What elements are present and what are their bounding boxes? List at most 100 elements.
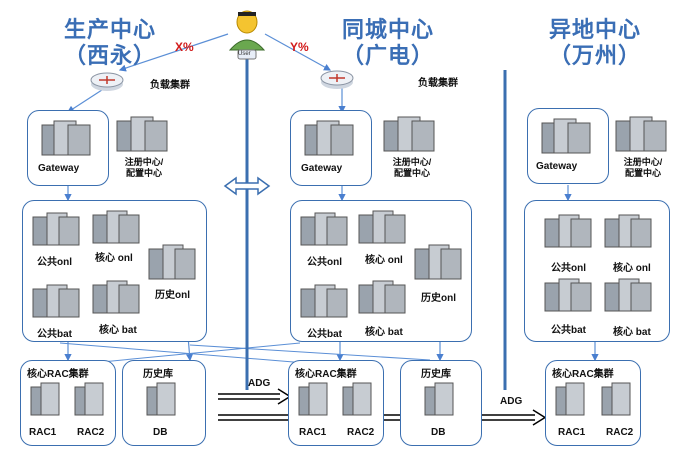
mid-public-onl-label: 公共onl [307, 257, 342, 268]
left-core-bat-label: 核心 bat [99, 325, 137, 336]
right-registry-line2: 配置中心 [624, 168, 661, 178]
right-rac1-label: RAC1 [558, 427, 586, 438]
mid-rac1-server-icon [298, 382, 328, 416]
mid-router-icon [320, 70, 354, 89]
left-gateway-box: Gateway [27, 110, 109, 186]
mid-core-bat-server-icon [358, 280, 406, 314]
mid-history-db-title: 历史库 [421, 369, 451, 380]
mid-history-onl-label: 历史onl [421, 293, 456, 304]
left-rac2-label: RAC2 [77, 427, 105, 438]
left-db-label: DB [153, 427, 168, 438]
right-center-title: 异地中心 （万州） [520, 18, 670, 70]
mid-rac-box: 核心RAC集群 RAC1 RAC2 [288, 360, 384, 446]
right-public-bat-server-icon [544, 278, 592, 312]
right-public-onl-server-icon [544, 214, 592, 248]
left-split-percent: X% [175, 40, 194, 54]
left-public-bat-label: 公共bat [37, 329, 72, 340]
bidirectional-arrow-icon [223, 176, 271, 196]
left-history-db-box: 历史库 DB [122, 360, 206, 446]
mid-gateway-box: Gateway [290, 110, 372, 186]
left-rac2-server-icon [74, 382, 104, 416]
left-core-onl-server-icon [92, 210, 140, 244]
mid-history-onl-server-icon [414, 244, 462, 280]
right-registry-label: 注册中心/ 配置中心 [617, 157, 669, 179]
mid-rac-title: 核心RAC集群 [295, 369, 357, 380]
right-gateway-box: Gateway [527, 108, 609, 184]
right-registry-server-icon [615, 116, 667, 152]
mid-gateway-label: Gateway [301, 163, 343, 174]
mid-registry-line2: 配置中心 [393, 168, 430, 178]
left-rac1-server-icon [30, 382, 60, 416]
left-public-onl-server-icon [32, 212, 80, 246]
mid-title-line1: 同城中心 [341, 18, 434, 43]
user-icon [228, 10, 266, 60]
mid-rac1-label: RAC1 [299, 427, 327, 438]
left-registry-label: 注册中心/ 配置中心 [118, 157, 170, 179]
left-gateway-label: Gateway [38, 163, 80, 174]
left-rac-box: 核心RAC集群 RAC1 RAC2 [20, 360, 116, 446]
mid-core-onl-server-icon [358, 210, 406, 244]
right-split-percent: Y% [290, 40, 309, 54]
right-public-onl-label: 公共onl [551, 263, 586, 274]
right-registry-line1: 注册中心/ [623, 157, 663, 167]
right-rac-box: 核心RAC集群 RAC1 RAC2 [545, 360, 641, 446]
mid-lb-label: 负载集群 [418, 78, 458, 89]
mid-registry-server-icon [383, 116, 435, 152]
right-core-onl-label: 核心 onl [613, 263, 651, 274]
right-core-bat-label: 核心 bat [613, 327, 651, 338]
left-gateway-server-icon [41, 120, 91, 156]
mid-rac2-server-icon [342, 382, 372, 416]
right-rac2-server-icon [601, 382, 631, 416]
right-rac-title: 核心RAC集群 [552, 369, 614, 380]
user-to-mid-lb-line [264, 33, 332, 71]
right-services-box: 公共onl 核心 onl 公共bat 核心 bat [524, 200, 670, 342]
left-lb-label: 负载集群 [150, 80, 190, 91]
left-history-onl-server-icon [148, 244, 196, 280]
cross-line-1 [59, 342, 331, 366]
left-public-bat-server-icon [32, 284, 80, 318]
mid-public-bat-label: 公共bat [307, 329, 342, 340]
adg-arrow-mid [218, 388, 292, 405]
mid-public-onl-server-icon [300, 212, 348, 246]
mid-center-title: 同城中心 （广电） [318, 18, 458, 70]
left-registry-line2: 配置中心 [125, 168, 162, 178]
left-rac1-label: RAC1 [29, 427, 57, 438]
right-core-bat-server-icon [604, 278, 652, 312]
left-registry-server-icon [116, 116, 168, 152]
mid-services-box: 公共onl 核心 onl 历史onl 公共bat 核心 bat [290, 200, 472, 342]
left-core-bat-server-icon [92, 280, 140, 314]
mid-public-bat-server-icon [300, 284, 348, 318]
adg-label-mid: ADG [248, 378, 271, 389]
mid-db-label: DB [431, 427, 446, 438]
mid-rac2-label: RAC2 [347, 427, 375, 438]
left-db-server-icon [146, 382, 176, 416]
left-title-line1: 生产中心 [63, 18, 156, 43]
right-title-line2: （万州） [548, 44, 641, 69]
mid-registry-line1: 注册中心/ [392, 157, 432, 167]
user-to-left-lb-line [118, 33, 229, 72]
user-label: User [238, 51, 251, 57]
right-gateway-server-icon [541, 118, 591, 154]
mid-title-line2: （广电） [341, 44, 434, 69]
left-rac-title: 核心RAC集群 [27, 369, 89, 380]
left-router-icon [90, 72, 124, 91]
left-services-box: 公共onl 核心 onl 历史onl 公共bat 核心 bat [22, 200, 207, 342]
left-center-title: 生产中心 （西永） [40, 18, 180, 70]
left-registry-line1: 注册中心/ [124, 157, 164, 167]
right-gateway-label: Gateway [536, 161, 578, 172]
left-title-line2: （西永） [63, 44, 156, 69]
mid-history-db-box: 历史库 DB [400, 360, 482, 446]
mid-core-bat-label: 核心 bat [365, 327, 403, 338]
right-title-line1: 异地中心 [548, 18, 641, 43]
cross-line-3 [189, 344, 431, 361]
left-public-onl-label: 公共onl [37, 257, 72, 268]
mid-db-server-icon [424, 382, 454, 416]
right-core-onl-server-icon [604, 214, 652, 248]
left-lb-to-gateway-line [66, 87, 106, 113]
right-public-bat-label: 公共bat [551, 325, 586, 336]
right-rac2-label: RAC2 [606, 427, 634, 438]
mid-registry-label: 注册中心/ 配置中心 [386, 157, 438, 179]
left-history-onl-label: 历史onl [155, 290, 190, 301]
left-core-onl-label: 核心 onl [95, 253, 133, 264]
adg-label-right: ADG [500, 396, 523, 407]
